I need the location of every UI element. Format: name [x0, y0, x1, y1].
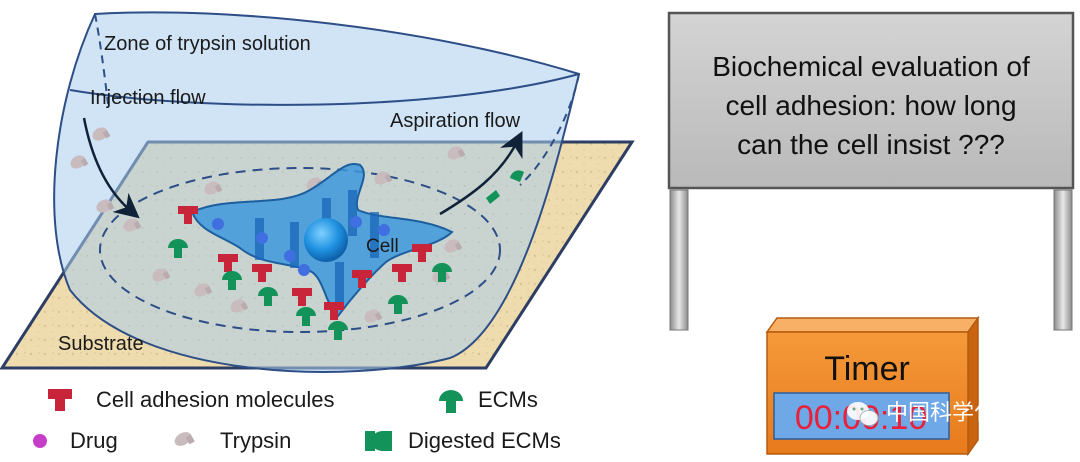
signboard-post-left	[669, 189, 689, 331]
cam-marker	[252, 264, 272, 282]
aspiration-arrow	[439, 131, 523, 216]
legend-trypsin-label: Trypsin	[220, 428, 291, 453]
signboard: Biochemical evaluation of cell adhesion:…	[667, 11, 1075, 331]
cam-marker	[324, 302, 344, 320]
cam-marker	[392, 264, 412, 282]
cam-markers	[178, 206, 432, 320]
trypsin-particle	[152, 268, 171, 282]
trypsin-particle	[70, 155, 89, 169]
legend-digested-label: Digested ECMs	[408, 428, 561, 453]
watermark-text: 中国科学化学	[886, 400, 1018, 425]
sign-line-2: cell adhesion: how long	[725, 90, 1016, 121]
zone-label: Zone of trypsin solution	[104, 33, 311, 55]
timer-top-face	[765, 317, 980, 333]
legend-ecm-label: ECMs	[478, 387, 538, 412]
sign-line-3: can the cell insist ???	[737, 129, 1005, 160]
substrate-label: Substrate	[58, 333, 144, 355]
cam-marker	[218, 254, 238, 272]
legend-drug-icon	[33, 434, 47, 448]
flow-arrows	[82, 117, 523, 219]
ecm-marker	[328, 321, 348, 340]
ecm-marker	[432, 263, 452, 282]
cam-marker	[292, 288, 312, 306]
trypsin-particle	[204, 181, 223, 195]
injection-label: Injection flow	[90, 87, 206, 109]
injection-arrow	[82, 117, 140, 219]
legend-cam-label: Cell adhesion molecules	[96, 387, 334, 412]
digested-ecm-markers	[486, 170, 524, 204]
wechat-icon	[847, 402, 879, 426]
ecm-marker	[296, 307, 316, 326]
cam-marker	[352, 270, 372, 288]
trypsin-particle	[364, 309, 383, 323]
trypsin-particle	[374, 171, 393, 185]
ecm-marker	[258, 287, 278, 306]
legend-ecm-icon	[439, 390, 463, 413]
cell	[190, 163, 454, 318]
cell-nucleus	[304, 218, 348, 262]
ecm-marker	[222, 271, 242, 290]
legend: Cell adhesion molecules ECMs Drug Trypsi…	[33, 387, 561, 453]
watermark: 中国科学化学	[847, 400, 1018, 426]
trypsin-particle	[194, 283, 213, 297]
signboard-panel	[667, 11, 1075, 190]
legend-drug-label: Drug	[70, 428, 118, 453]
trypsin-particle	[230, 299, 249, 313]
timer-title: Timer	[824, 350, 910, 388]
ecm-marker	[168, 239, 188, 258]
trypsin-particle	[123, 218, 142, 232]
trypsin-particle	[96, 199, 115, 213]
digested-ecm	[486, 190, 500, 204]
aspiration-label: Aspiration flow	[390, 110, 521, 132]
legend-digested-icon	[365, 431, 392, 451]
digested-ecm	[510, 170, 524, 182]
ecm-markers	[168, 239, 452, 340]
trypsin-particles	[70, 127, 466, 323]
legend-trypsin-icon	[174, 432, 195, 446]
cam-marker	[412, 244, 432, 262]
cam-marker	[178, 206, 198, 224]
legend-cam-icon	[48, 389, 72, 411]
trypsin-particle	[444, 239, 463, 253]
ecm-marker	[388, 295, 408, 314]
timer: Timer 00:00:10	[765, 315, 980, 457]
cell-label: Cell	[366, 236, 399, 257]
timer-side-face	[967, 315, 979, 457]
sign-line-1: Biochemical evaluation of	[712, 51, 1030, 82]
signboard-post-right	[1053, 189, 1073, 331]
trypsin-particle	[92, 127, 111, 141]
trypsin-particle	[447, 146, 466, 160]
